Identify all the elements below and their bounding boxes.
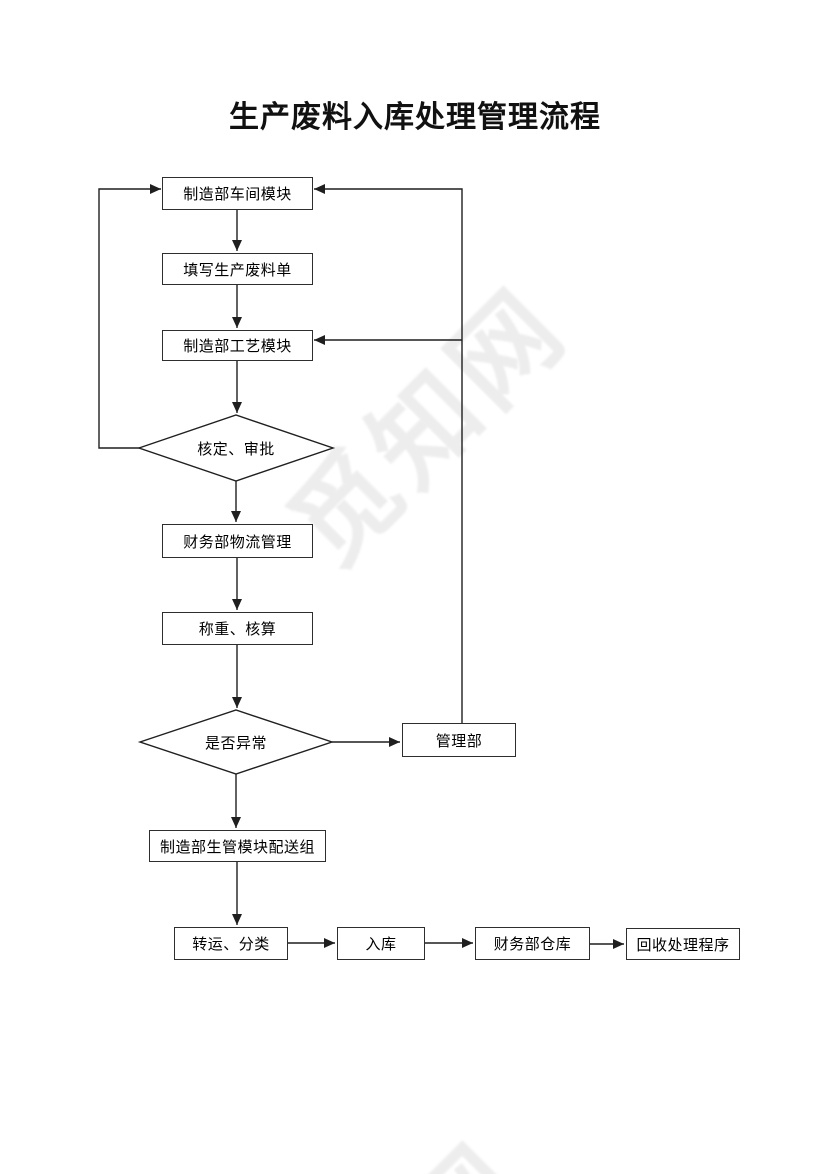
flow-node-finance-warehouse: 财务部仓库: [475, 927, 590, 960]
flow-node-verify-approve-label: 核定、审批: [197, 440, 275, 458]
flow-node-transfer-classify: 转运、分类: [174, 927, 288, 960]
flow-node-recycle-procedure: 回收处理程序: [626, 928, 740, 960]
flow-node-distribution-group: 制造部生管模块配送组: [149, 830, 326, 862]
flow-node-logistics-mgmt: 财务部物流管理: [162, 524, 313, 558]
flow-node-fill-waste-form: 填写生产废料单: [162, 253, 313, 285]
flow-node-workshop-module: 制造部车间模块: [162, 177, 313, 210]
flow-node-is-abnormal-label: 是否异常: [204, 734, 267, 752]
flow-node-management-dept: 管理部: [402, 723, 516, 757]
decision-diamond-is-abnormal: [137, 709, 335, 775]
edge-mgmt-return-to-workshop: [314, 184, 463, 723]
page-title: 生产废料入库处理管理流程: [229, 101, 601, 134]
flow-node-weigh-calculate: 称重、核算: [162, 612, 313, 645]
flow-node-process-module: 制造部工艺模块: [162, 330, 313, 361]
flow-node-warehousing: 入库: [337, 927, 425, 960]
edge-verify-return-to-workshop: [98, 184, 161, 449]
decision-diamond-verify-approve: [136, 414, 336, 482]
